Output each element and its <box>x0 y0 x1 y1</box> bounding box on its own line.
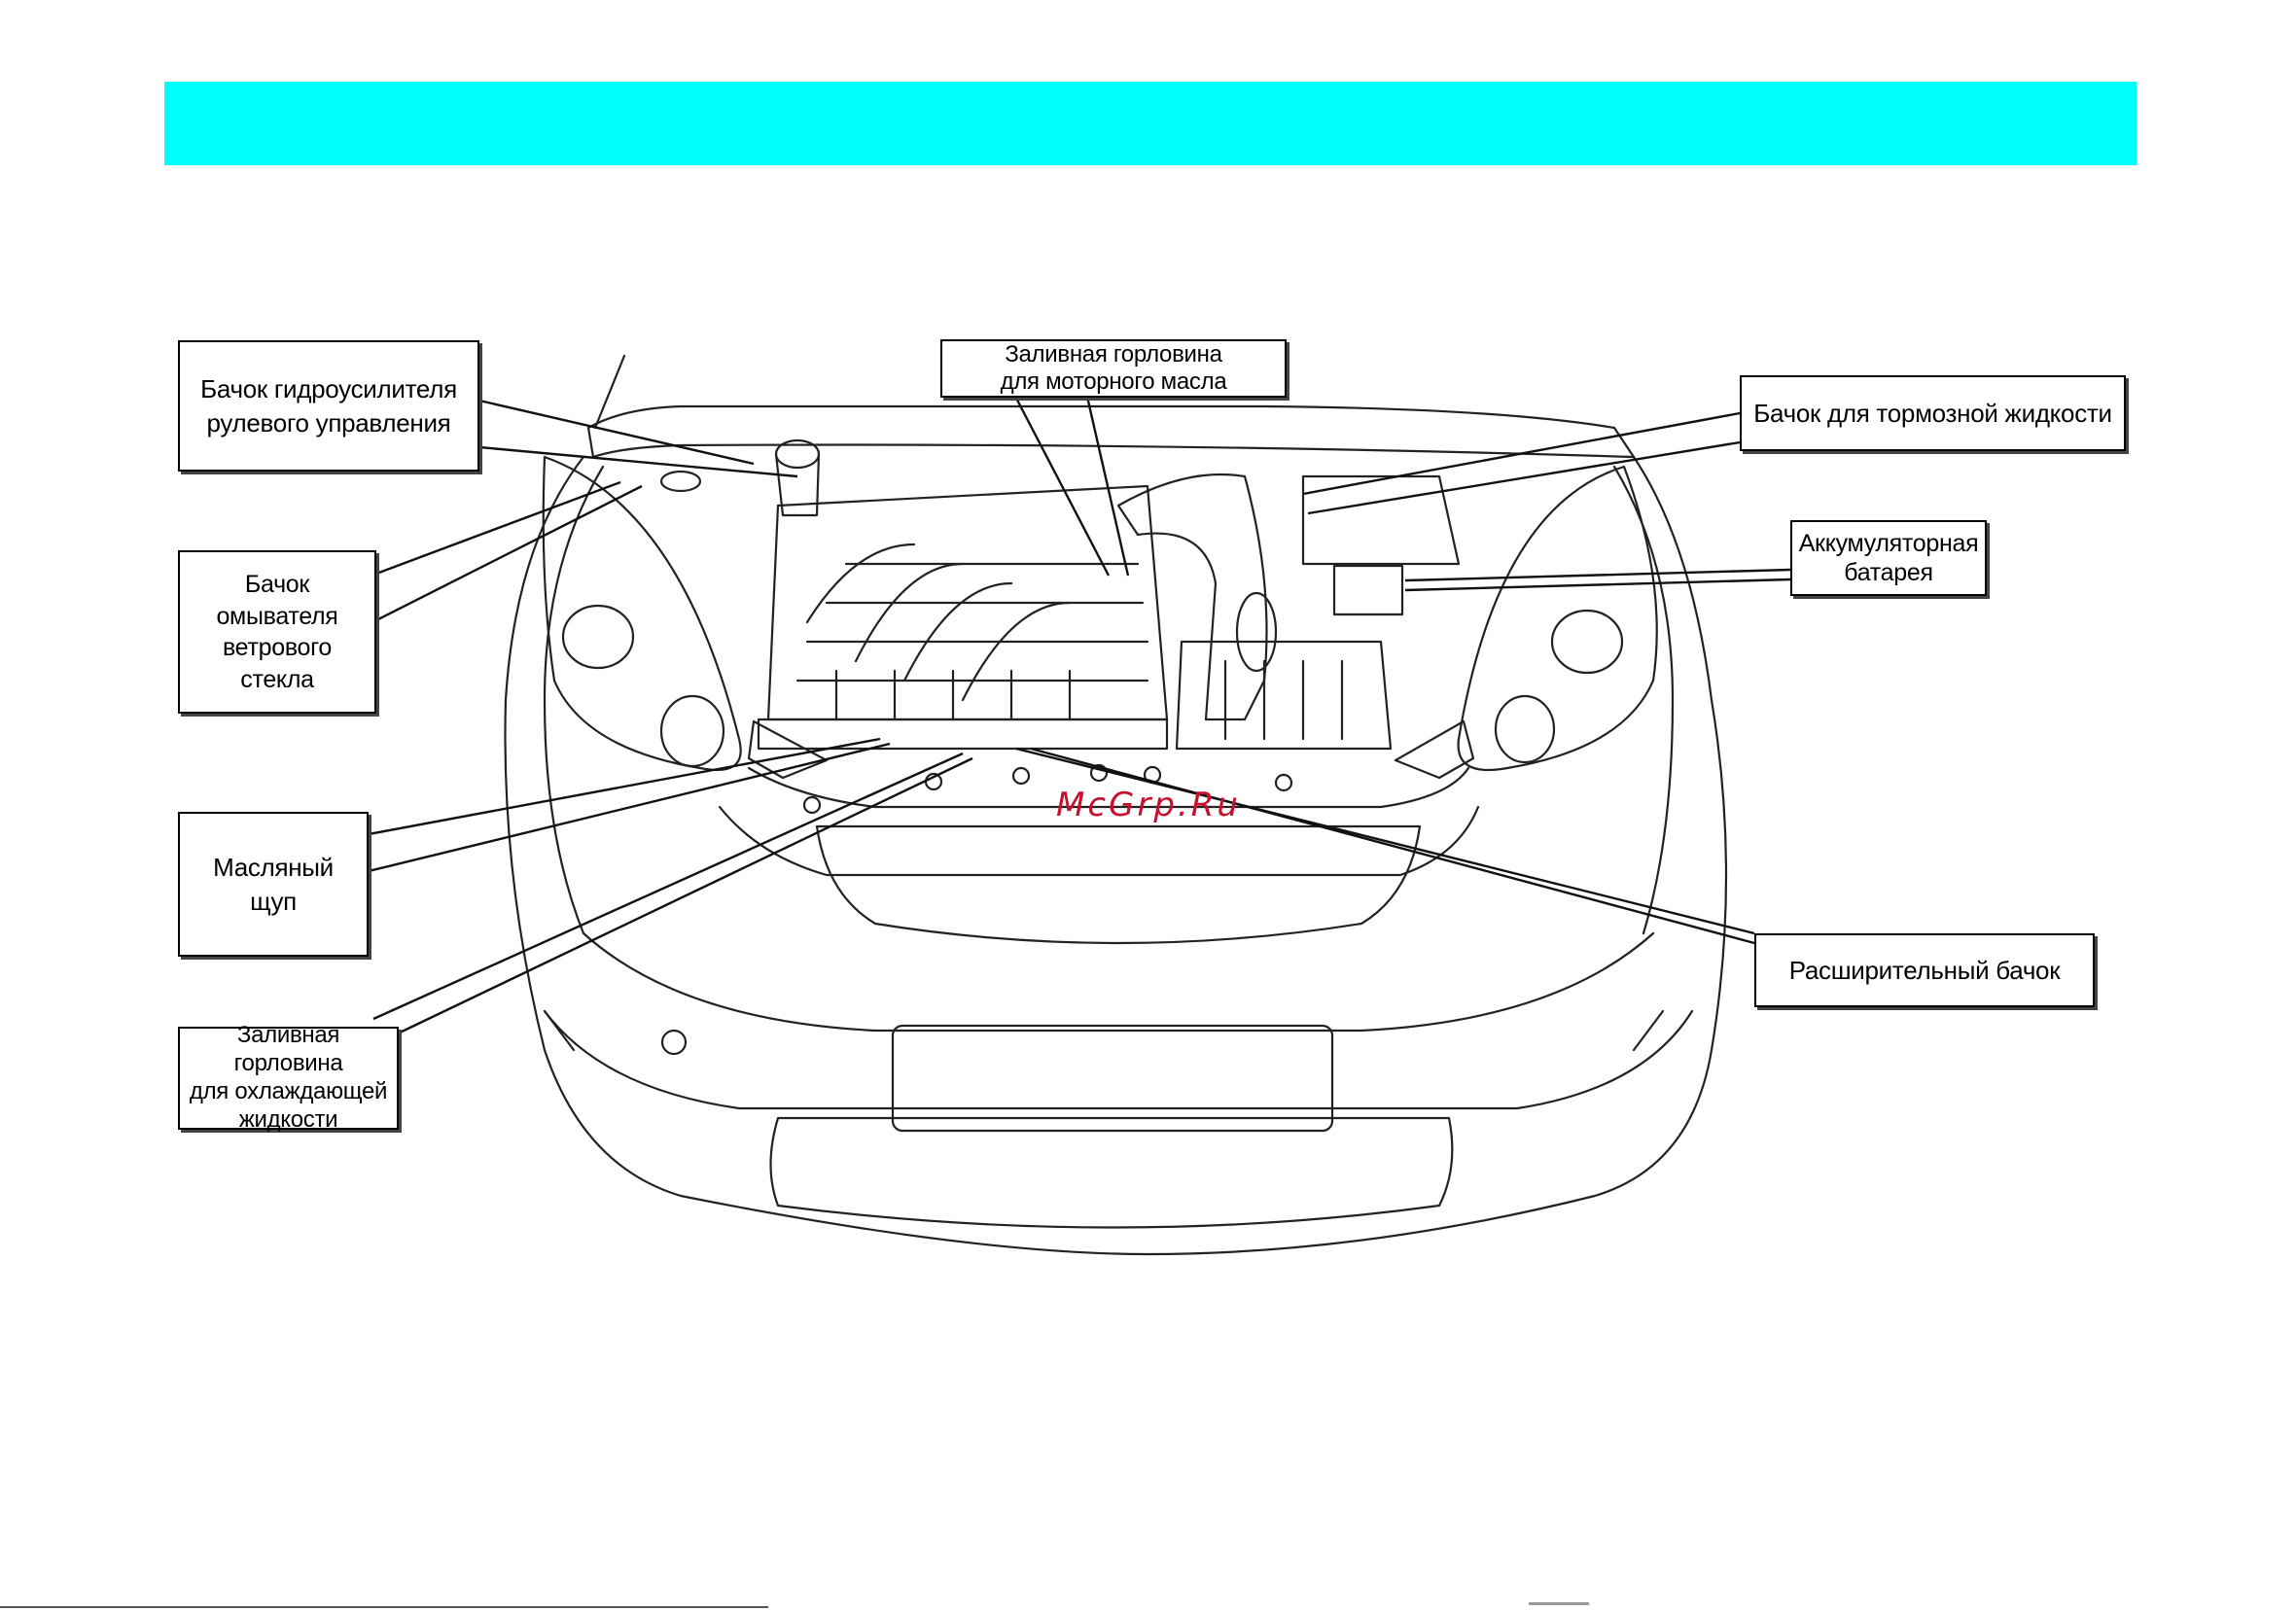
callout-expansion-tank: Расширительный бачок <box>1754 933 2095 1007</box>
footer-mark <box>1529 1602 1589 1605</box>
lower-grille <box>771 1118 1453 1228</box>
license-plate <box>893 1026 1332 1131</box>
right-headlight <box>1459 467 1657 770</box>
left-headlight <box>544 457 741 770</box>
callout-brake-fluid-reservoir: Бачок для тормозной жидкости <box>1740 375 2126 451</box>
upper-grille <box>817 826 1420 943</box>
footer-rule <box>0 1606 768 1608</box>
hood-outline <box>588 406 1634 457</box>
battery-shape <box>1334 566 1402 614</box>
watermark-text: McGrp.Ru <box>1056 786 1241 824</box>
